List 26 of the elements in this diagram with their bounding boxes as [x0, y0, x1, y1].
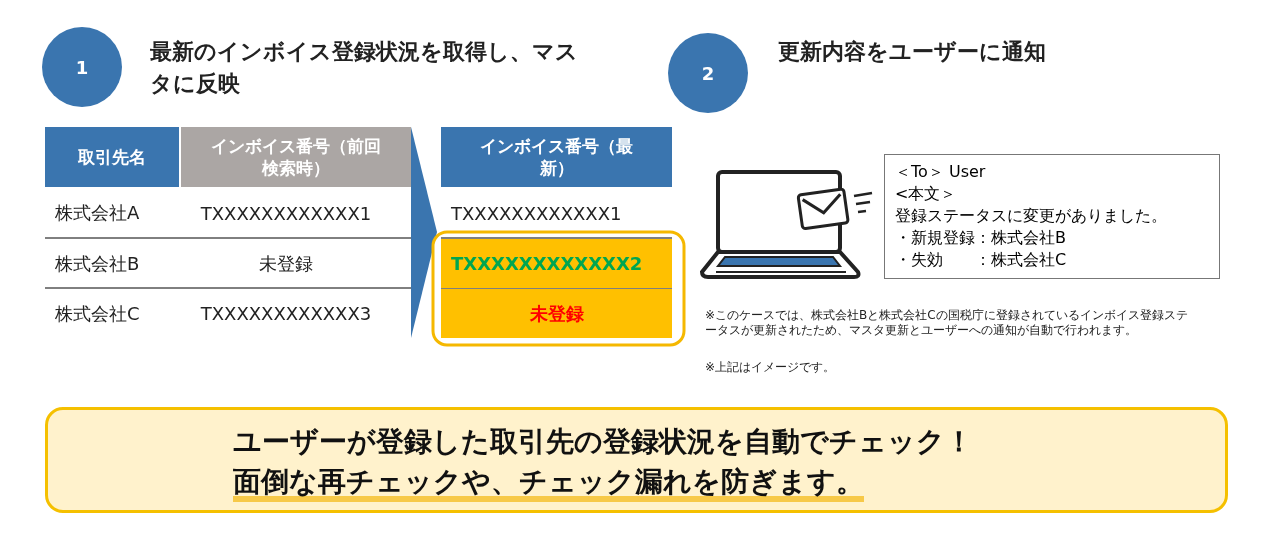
table-cell-text: 株式会社C: [54, 301, 141, 326]
header-cell: インボイス番号（前回検索時）: [181, 127, 411, 187]
step-number-circle: 1: [42, 27, 122, 107]
message-line: ＜To＞ User: [895, 161, 986, 183]
highlighted-cell: TXXXXXXXXXXXX2: [441, 239, 672, 288]
note-text: ※上記はイメージです。: [705, 360, 837, 375]
step-number-circle: 2: [668, 33, 748, 113]
message-box: [884, 154, 1220, 279]
table-cell-text: TXXXXXXXXXXXX3: [199, 302, 373, 326]
message-line: ・新規登録：株式会社B: [895, 227, 1066, 249]
table-cell-text: 株式会社A: [54, 201, 141, 225]
note-text: ※このケースでは、株式会社Bと株式会社Cの国税庁に登録されているインボイス登録ステータスが更新されたため、マスタ更新とユーザーへの通知が自動で行われます。: [705, 308, 1189, 338]
table-cell-text: TXXXXXXXXXXXX1: [199, 201, 373, 226]
step-heading: 最新のインボイス登録状況を取得し、マスタに反映: [150, 38, 579, 98]
message-line: <本文＞: [895, 183, 957, 205]
step-heading: 更新内容をユーザーに通知: [778, 38, 1047, 66]
message-line: 登録ステータスに変更がありました。: [895, 205, 1167, 227]
header-cell: インボイス番号（最新）: [441, 127, 672, 187]
highlighted-cell: 未登録: [441, 289, 672, 338]
banner-panel: [45, 407, 1228, 513]
header-cell: 取引先名: [45, 127, 179, 187]
table-cell-text: 株式会社B: [54, 251, 141, 276]
table-cell-text: TXXXXXXXXXXXX1: [450, 201, 623, 226]
banner-text: ユーザーが登録した取引先の登録状況を自動でチェック！: [233, 424, 973, 460]
table-cell-text: 未登録: [258, 251, 314, 276]
message-line: ・失効 ：株式会社C: [895, 249, 1067, 271]
